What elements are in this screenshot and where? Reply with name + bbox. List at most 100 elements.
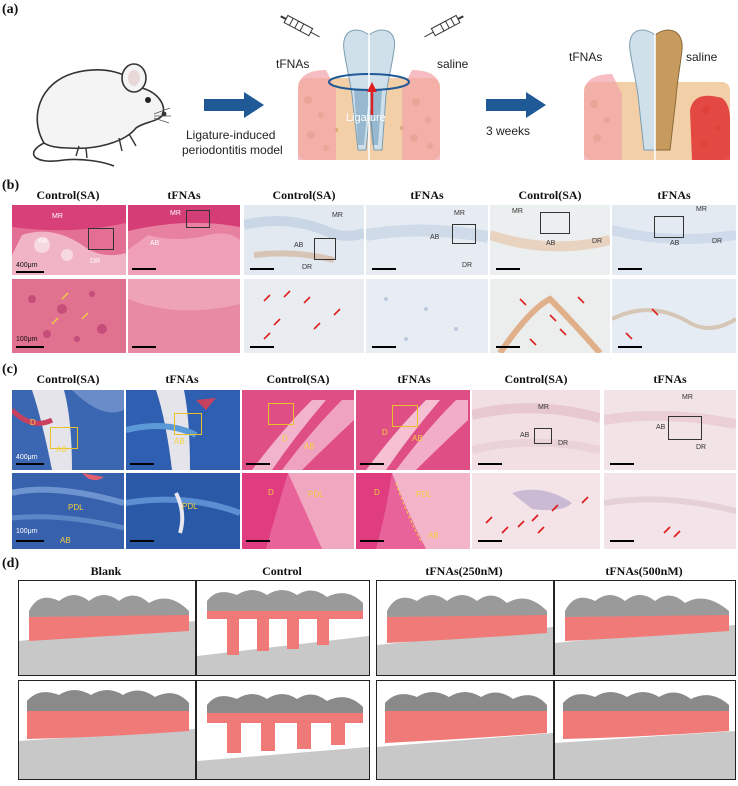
tooth-treatment-illustration <box>296 20 442 160</box>
result-saline-label: saline <box>686 50 718 64</box>
c-d-label: D <box>30 418 36 427</box>
b-mr-label: MR <box>332 212 343 219</box>
d-title-tfnas-500: tFNAs(500nM) <box>605 564 683 578</box>
b-he-tfnas-low <box>128 205 240 275</box>
b-ihc-control-high <box>244 279 364 353</box>
c-masson-control-low <box>12 390 124 470</box>
c-title-4: tFNAs <box>397 372 431 386</box>
c-roi-box <box>534 428 552 444</box>
scale-bar <box>496 346 520 348</box>
scale-bar <box>360 540 384 542</box>
scale-bar <box>132 346 156 348</box>
c-scale-text-top: 400μm <box>16 454 38 461</box>
d-microct-tfnas250-buccal <box>376 580 554 676</box>
c-d-label: D <box>282 434 288 443</box>
c-pdl-label: PDL <box>182 502 198 511</box>
b-ihc-tfnas-low <box>366 205 488 275</box>
b-scale-text-top: 400μm <box>16 262 38 269</box>
scale-bar <box>130 463 154 465</box>
result-tfnas-label: tFNAs <box>569 50 603 64</box>
b-roi-box <box>186 210 210 228</box>
b-roi-box <box>452 224 476 244</box>
tooth-result-illustration <box>582 20 732 160</box>
scale-bar <box>372 268 396 270</box>
b-dr-label: DR <box>712 238 723 245</box>
c-ab-label: AB <box>56 445 67 454</box>
c-masson-control-high <box>12 473 124 549</box>
c-ab-label: AB <box>60 536 71 545</box>
c-he-control-high <box>242 473 354 549</box>
b-he-control-high <box>12 279 126 353</box>
model-text-line2: periodontitis model <box>182 143 283 157</box>
b-title-4: tFNAs <box>410 188 444 202</box>
b-mr-label: MR <box>170 210 181 217</box>
scale-bar <box>250 346 274 348</box>
arrow-right-icon <box>204 92 264 123</box>
scale-bar <box>246 540 270 542</box>
b-roi-box <box>654 216 684 238</box>
scale-bar <box>610 540 634 542</box>
b-ihc-tfnas-high-2 <box>612 279 736 353</box>
panel-b-label: (b) <box>2 178 20 193</box>
c-title-1: Control(SA) <box>36 372 100 386</box>
c-d-label: D <box>268 488 274 497</box>
c-roi-box <box>668 416 702 440</box>
c-dr-label: DR <box>696 444 707 451</box>
b-ab-label: AB <box>670 240 680 247</box>
b-title-1: Control(SA) <box>36 188 100 202</box>
scale-bar <box>16 346 44 348</box>
panel-c-label: (c) <box>2 362 18 377</box>
c-he-tfnas-low <box>356 390 470 470</box>
d-microct-blank-buccal <box>18 580 196 676</box>
c-trap-tfnas-high <box>604 473 736 549</box>
panel-d-label: (d) <box>2 556 20 571</box>
c-mr-label: MR <box>682 394 693 401</box>
scale-bar <box>16 540 44 542</box>
b-ab-label: AB <box>546 240 556 247</box>
mouse-illustration <box>24 48 172 168</box>
scale-bar <box>478 540 502 542</box>
d-microct-control-lingual <box>196 680 370 780</box>
scale-bar <box>372 346 396 348</box>
b-dr-label: DR <box>90 258 101 265</box>
scale-bar <box>610 463 634 465</box>
d-microct-tfnas250-lingual <box>376 680 554 780</box>
c-roi-box <box>174 413 202 435</box>
b-ab-label: AB <box>150 240 160 247</box>
d-microct-tfnas500-buccal <box>554 580 736 676</box>
b-ihc-control-low <box>244 205 364 275</box>
c-roi-box <box>50 427 78 449</box>
b-he-tfnas-high <box>128 279 240 353</box>
b-ihc-control-low-2 <box>490 205 610 275</box>
d-title-tfnas-250: tFNAs(250nM) <box>425 564 503 578</box>
d-title-blank: Blank <box>90 564 122 578</box>
c-d-label: D <box>382 428 388 437</box>
c-masson-tfnas-high <box>126 473 240 549</box>
panel-a-label: (a) <box>2 2 19 17</box>
b-mr-label: MR <box>454 210 465 217</box>
b-title-5: Control(SA) <box>518 188 582 202</box>
scale-bar <box>130 540 154 542</box>
c-trap-tfnas-low <box>604 390 736 470</box>
c-scale-text-bottom: 100μm <box>16 528 38 535</box>
b-dr-label: DR <box>302 264 313 271</box>
b-roi-box <box>314 238 336 260</box>
c-title-3: Control(SA) <box>266 372 330 386</box>
c-pdl-label: PDL <box>416 490 432 499</box>
b-ihc-tfnas-high <box>366 279 488 353</box>
b-roi-box <box>540 212 570 234</box>
d-title-control: Control <box>262 564 302 578</box>
scale-bar <box>246 463 270 465</box>
scale-bar <box>618 268 642 270</box>
c-title-2: tFNAs <box>165 372 199 386</box>
scale-bar <box>250 268 274 270</box>
b-title-3: Control(SA) <box>272 188 336 202</box>
c-trap-control-high <box>472 473 600 549</box>
c-he-control-low <box>242 390 354 470</box>
b-title-2: tFNAs <box>167 188 201 202</box>
b-ab-label: AB <box>38 238 48 245</box>
b-ihc-control-high-2 <box>490 279 610 353</box>
scale-bar <box>478 463 502 465</box>
c-pdl-label: PDL <box>308 490 324 499</box>
c-ab-label: AB <box>304 442 315 451</box>
